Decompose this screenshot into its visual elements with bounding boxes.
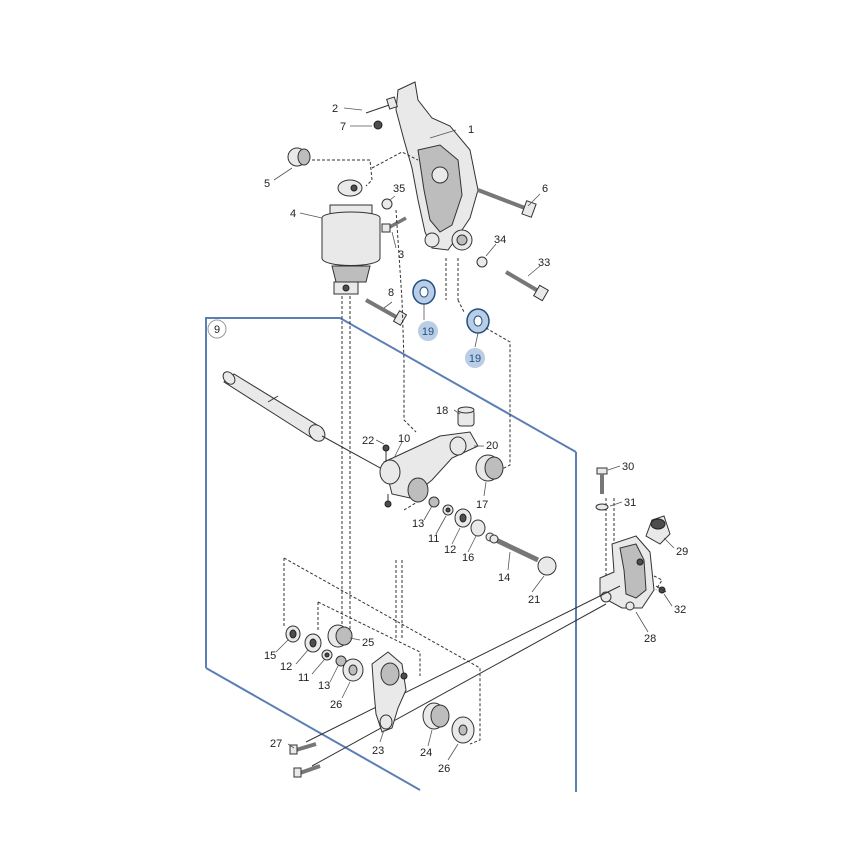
callout-13a: 13 [412, 518, 424, 530]
callout-18: 18 [436, 405, 448, 417]
callout-5: 5 [264, 178, 270, 190]
washer-35 [381, 198, 393, 210]
washer-19-lower [466, 308, 490, 334]
bushing-15 [285, 625, 301, 643]
callout-labels: 1 2 3 4 5 6 7 8 10 11 11 12 12 13 13 14 … [264, 103, 688, 775]
group-badge-label: 9 [214, 324, 220, 336]
callout-14: 14 [498, 572, 510, 584]
callout-1: 1 [468, 124, 474, 136]
callout-8: 8 [388, 287, 394, 299]
callout-26a: 26 [330, 699, 342, 711]
leader-lines [273, 107, 675, 761]
bracket-28 [599, 535, 655, 611]
callout-12b: 12 [280, 661, 292, 673]
pin-14 [489, 534, 540, 563]
washer-26-lower [451, 716, 475, 744]
washer-31 [595, 503, 609, 511]
bolt-30 [596, 467, 608, 494]
callout-7: 7 [340, 121, 346, 133]
bolt-27-upper [289, 742, 317, 755]
bolt-2 [365, 96, 398, 114]
callout-25: 25 [362, 637, 374, 649]
callout-3: 3 [398, 249, 404, 261]
callout-21: 21 [528, 594, 540, 606]
tube-10 [222, 371, 385, 471]
bolt-6 [477, 188, 537, 218]
bumper-29 [645, 515, 671, 545]
callout-20: 20 [486, 440, 498, 452]
callout-6: 6 [542, 183, 548, 195]
bushing-25 [327, 624, 353, 648]
callout-4: 4 [290, 208, 296, 220]
callout-12a: 12 [444, 544, 456, 556]
callout-11a: 11 [428, 533, 439, 545]
bushing-17 [475, 454, 504, 482]
callout-31: 31 [624, 497, 636, 509]
callout-11b: 11 [298, 672, 309, 684]
group-badge-circle [207, 319, 227, 339]
group-9-frame: 9 [205, 317, 577, 792]
callout-17: 17 [476, 499, 488, 511]
bushing-24 [422, 702, 450, 730]
bushing-5 [287, 147, 311, 167]
callout-2: 2 [332, 103, 338, 115]
callout-29: 29 [676, 546, 688, 558]
bolt-33 [504, 270, 550, 302]
bolt-27-lower [293, 764, 321, 778]
rocker-arm [379, 431, 479, 508]
callout-19a: 19 [422, 326, 434, 338]
long-rod [305, 585, 621, 767]
callout-28: 28 [644, 633, 656, 645]
bolt-8 [365, 298, 408, 326]
callout-19b: 19 [469, 353, 481, 365]
callout-27: 27 [270, 738, 282, 750]
cap-21 [537, 556, 557, 576]
washer-34 [476, 256, 488, 268]
clip-32 [655, 585, 667, 594]
air-spring-4 [321, 179, 381, 295]
callout-35: 35 [393, 183, 405, 195]
bushing-18 [457, 406, 475, 427]
bolt-3 [381, 216, 407, 233]
lower-arm-23 [371, 651, 408, 733]
callout-34: 34 [494, 234, 506, 246]
callout-23: 23 [372, 745, 384, 757]
callout-19a-badge [418, 321, 438, 341]
callout-10: 10 [398, 433, 410, 445]
lower-pin-stack [304, 633, 364, 682]
washer-19-upper [412, 279, 436, 305]
callout-32: 32 [674, 604, 686, 616]
callout-13b: 13 [318, 680, 330, 692]
callout-15: 15 [264, 650, 276, 662]
upper-bracket [395, 81, 479, 251]
upper-pin-stack [428, 496, 495, 542]
callout-30: 30 [622, 461, 634, 473]
callout-16: 16 [462, 552, 474, 564]
callout-26b: 26 [438, 763, 450, 775]
callout-33: 33 [538, 257, 550, 269]
callout-22: 22 [362, 435, 374, 447]
nut-7 [373, 120, 383, 130]
callout-24: 24 [420, 747, 432, 759]
callout-19b-badge [465, 348, 485, 368]
